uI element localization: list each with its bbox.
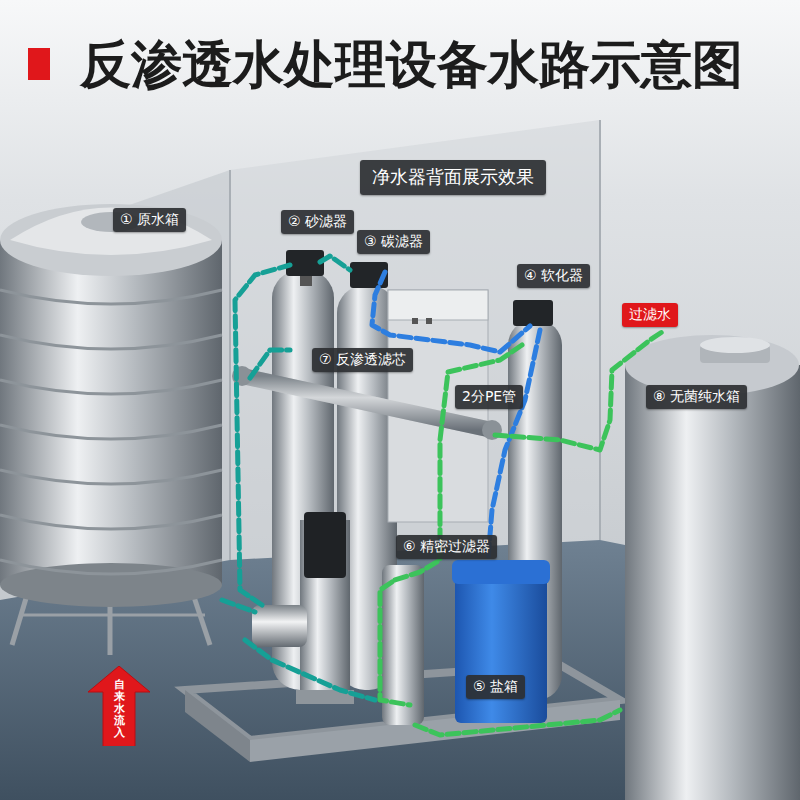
callout-label: ① 原水箱 <box>120 211 179 229</box>
callout-label: ④ 软化器 <box>524 267 583 285</box>
callout-tag: 2分PE管 <box>455 385 523 409</box>
callout-tag: ⑥ 精密过滤器 <box>396 535 497 559</box>
callout-tag: ⑧ 无菌纯水箱 <box>646 385 747 409</box>
callout-label: ③ 碳滤器 <box>364 233 423 251</box>
callout-tag: ① 原水箱 <box>113 208 186 232</box>
callout-label: ⑧ 无菌纯水箱 <box>653 388 740 406</box>
callout-tag: ② 砂滤器 <box>281 210 354 234</box>
callout-label: 净水器背面展示效果 <box>372 166 534 189</box>
callout-tag: ⑤ 盐箱 <box>466 675 525 699</box>
callout-tag: ③ 碳滤器 <box>357 230 430 254</box>
inflow-arrow: 自来水流入 <box>88 666 150 746</box>
callout-label: ⑦ 反渗透滤芯 <box>319 351 406 369</box>
vertical-label: 自来水流入 <box>114 679 125 739</box>
callout-tag: 净水器背面展示效果 <box>360 160 546 195</box>
diagram-title: 反渗透水处理设备水路示意图 <box>80 34 743 95</box>
highlight-tag: 过滤水 <box>622 303 678 327</box>
callout-label: 2分PE管 <box>462 388 516 406</box>
callout-label: ⑥ 精密过滤器 <box>403 538 490 556</box>
callout-tag: ④ 软化器 <box>517 264 590 288</box>
callout-label: ⑤ 盐箱 <box>473 678 518 696</box>
callout-label: ② 砂滤器 <box>288 213 347 231</box>
callout-tag: ⑦ 反渗透滤芯 <box>312 348 413 372</box>
callout-label: 过滤水 <box>629 306 671 324</box>
